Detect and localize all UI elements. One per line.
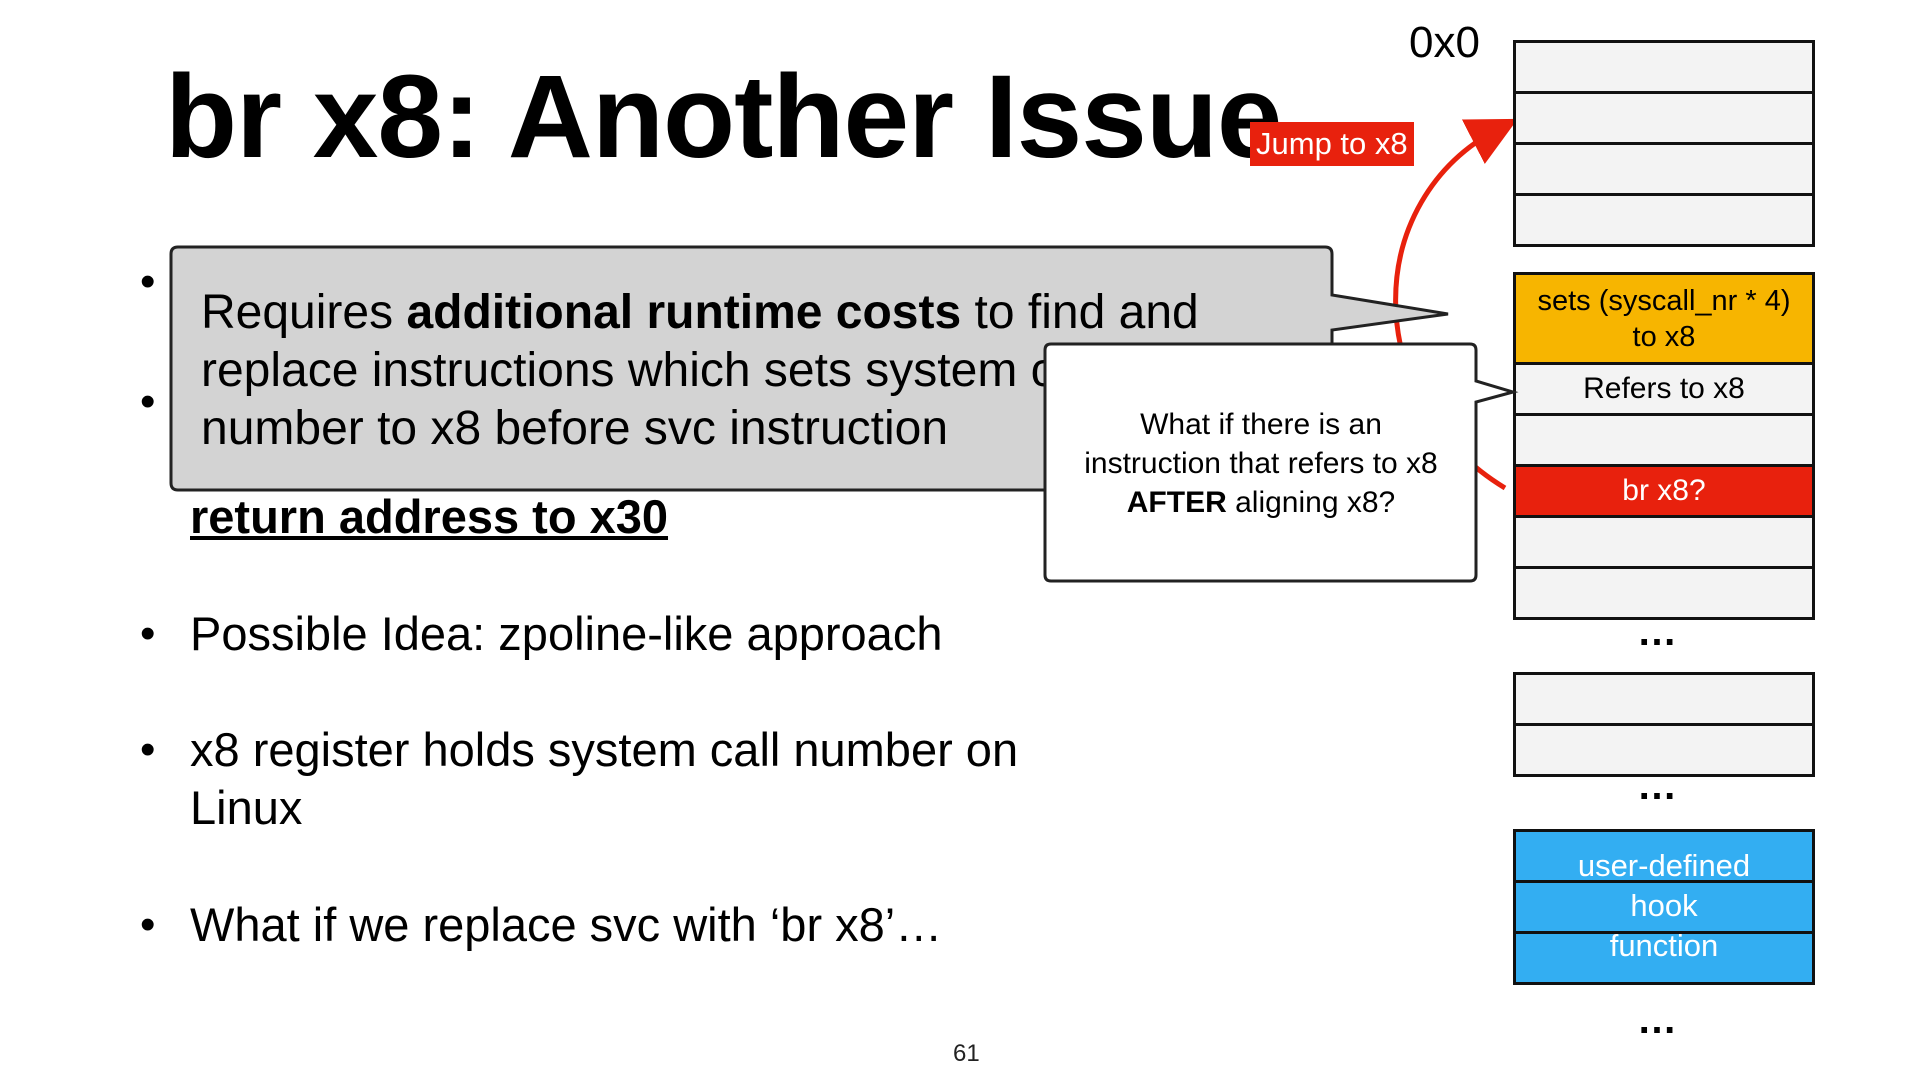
bullet-return-address: return address to x30	[190, 488, 668, 546]
bullet-x8-line2: Linux	[190, 781, 303, 834]
gray-callout-line3: number to x8 before svc instruction	[201, 402, 949, 455]
return-address-text: return address to x30	[190, 490, 669, 543]
gray-callout-text: Requires additional runtime costs to fin…	[201, 284, 1199, 458]
sets-line2: to x8	[1632, 320, 1696, 353]
bullet-dot: •	[140, 609, 156, 658]
hook-label: user-defined hook function	[1513, 846, 1815, 966]
white-callout-text: What if there is an instruction that ref…	[1045, 405, 1477, 522]
white-callout-line1: What if there is an	[1140, 408, 1382, 441]
bullet-dot: •	[140, 725, 156, 774]
ellipsis: …	[1637, 610, 1683, 654]
page-number: 61	[953, 1040, 980, 1067]
gray-callout-line1: Requires additional runtime costs to fin…	[201, 284, 1199, 342]
bullet-dot: •	[140, 900, 156, 949]
memory-cell	[1513, 723, 1815, 777]
bullet-x8-register: x8 register holds system call number on …	[190, 721, 1018, 837]
white-callout-rest: aligning x8?	[1226, 486, 1396, 519]
white-callout-line3: AFTER aligning x8?	[1045, 483, 1477, 522]
gray-callout-line2: replace instructions which sets system c…	[201, 344, 1103, 397]
bullet-possible-idea: Possible Idea: zpoline-like approach	[190, 607, 943, 660]
white-callout-line2: instruction that refers to x8	[1084, 447, 1438, 480]
ellipsis: …	[1637, 998, 1683, 1042]
gray-callout-bold: additional runtime costs	[406, 286, 962, 339]
bullet-dot: •	[140, 377, 156, 426]
gray-callout-suffix: to find and	[961, 286, 1199, 339]
hook-line3: function	[1609, 928, 1719, 963]
memory-cell-refers-x8: Refers to x8	[1513, 362, 1815, 416]
jump-label: Jump to x8	[1250, 122, 1414, 166]
slide-title: br x8: Another Issue	[165, 51, 1283, 183]
sets-line1: sets (syscall_nr * 4)	[1537, 284, 1791, 317]
memory-cell	[1513, 566, 1815, 620]
memory-cell-hook	[1513, 931, 1815, 985]
bullet-replace-svc: What if we replace svc with ‘br x8’…	[190, 898, 943, 951]
bullet-dot: •	[140, 257, 156, 306]
memory-cell	[1513, 193, 1815, 247]
gray-callout-prefix: Requires	[201, 286, 407, 339]
white-callout-after: AFTER	[1126, 486, 1227, 519]
ellipsis: …	[1637, 764, 1683, 808]
address-label: 0x0	[1409, 18, 1480, 67]
hook-line1: user-defined	[1577, 848, 1751, 883]
hook-line2: hook	[1630, 888, 1698, 923]
bullet-x8-line1: x8 register holds system call number on	[190, 723, 1019, 776]
